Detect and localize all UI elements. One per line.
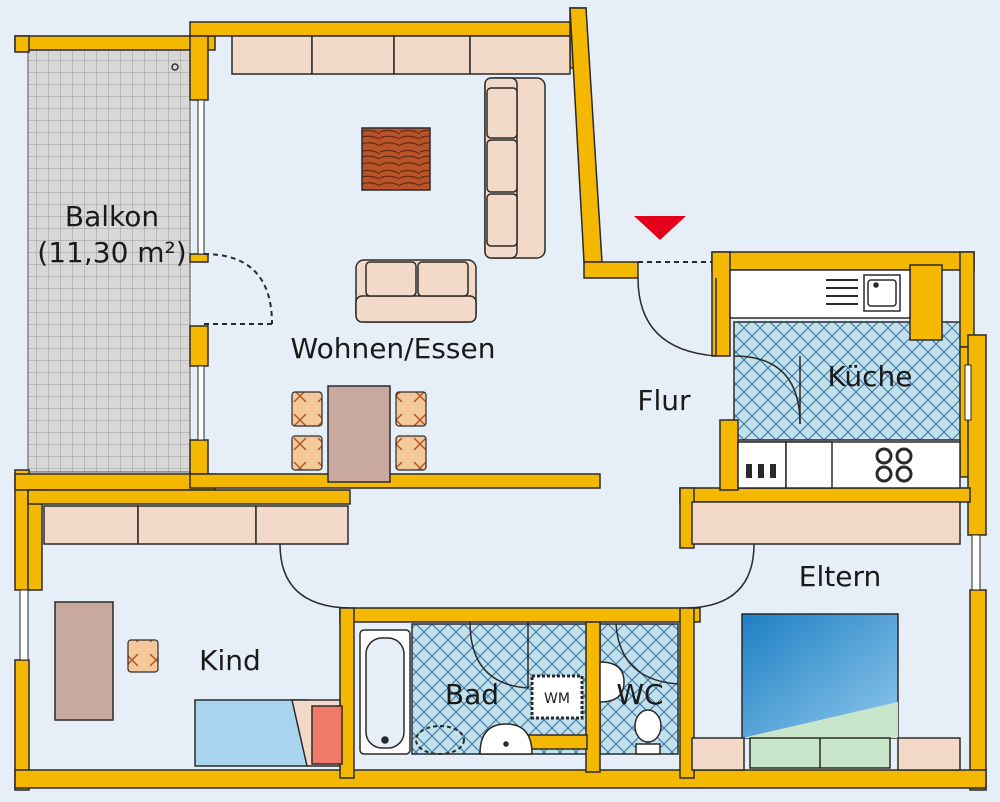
sofa-vertical bbox=[484, 77, 546, 259]
walls bbox=[14, 7, 987, 791]
kid-nightstand bbox=[311, 705, 343, 765]
balcony-door-swing bbox=[203, 253, 273, 325]
toilet-icon bbox=[634, 709, 662, 755]
kitchen-tiles bbox=[733, 321, 968, 441]
washing-machine bbox=[530, 674, 584, 720]
balcony-floor bbox=[27, 47, 191, 473]
kitchen-drainer bbox=[826, 279, 858, 305]
kid-bed bbox=[194, 699, 308, 767]
living-dining-label: Wohnen/Essen bbox=[291, 332, 496, 365]
kid-wardrobe bbox=[43, 505, 349, 545]
windows bbox=[19, 99, 981, 661]
dining-table bbox=[327, 385, 391, 483]
oven-icon bbox=[746, 464, 776, 478]
kid-room-label: Kind bbox=[199, 644, 261, 677]
parents-room-label: Eltern bbox=[799, 560, 881, 593]
dining-chairs bbox=[291, 391, 427, 471]
wc-door-swing bbox=[615, 623, 679, 685]
parents-door-swing bbox=[687, 543, 755, 609]
kitchen-label: Küche bbox=[827, 360, 912, 393]
bath-door-swing bbox=[469, 621, 529, 689]
kid-desk bbox=[54, 601, 114, 721]
sofa-horizontal bbox=[355, 259, 477, 323]
kid-chair bbox=[127, 639, 159, 673]
wc-label: WC bbox=[616, 678, 663, 711]
living-wall-cabinet bbox=[231, 35, 571, 75]
parents-nightstand-left bbox=[691, 737, 745, 771]
hallway-label: Flur bbox=[637, 384, 691, 417]
bath-mat bbox=[415, 725, 465, 755]
kid-door-swing bbox=[279, 543, 349, 609]
bathroom-label: Bad bbox=[445, 678, 499, 711]
wm-label: WM bbox=[544, 691, 570, 707]
coffee-table bbox=[361, 127, 431, 191]
bathtub bbox=[359, 629, 411, 755]
parents-nightstand-right bbox=[897, 737, 961, 771]
entrance-door-swing bbox=[637, 277, 717, 357]
balcony-label: Balkon bbox=[65, 200, 159, 233]
parents-wardrobe bbox=[691, 501, 961, 545]
stove-icon bbox=[875, 447, 913, 483]
kitchen-door-swing bbox=[733, 355, 801, 425]
kitchen-sink bbox=[863, 274, 901, 312]
balcony-area-label: (11,30 m²) bbox=[37, 236, 186, 269]
wc-sink bbox=[599, 661, 625, 703]
bath-sink bbox=[479, 723, 533, 755]
parents-bed bbox=[741, 613, 899, 769]
balcony-drain bbox=[171, 63, 179, 71]
red-triangle-entrance-icon bbox=[634, 216, 686, 240]
